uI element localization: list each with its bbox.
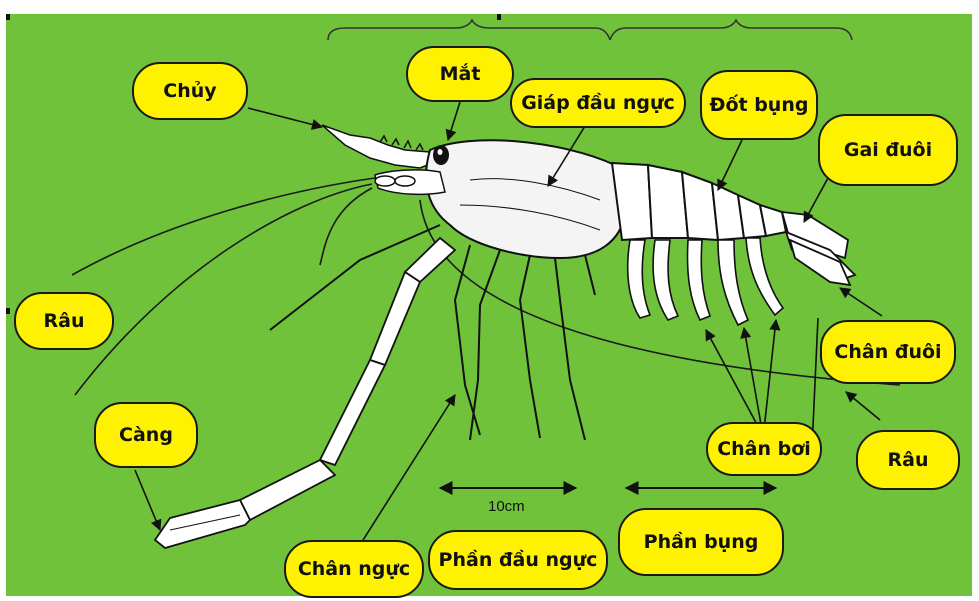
label-chan-duoi: Chân đuôi [820, 320, 956, 384]
label-chan-nguc: Chân ngực [284, 540, 424, 598]
label-rau-right: Râu [856, 430, 960, 490]
rostrum-shape [322, 125, 440, 168]
label-cang: Càng [94, 402, 198, 468]
head-appendages [375, 170, 445, 194]
claw-arm [155, 238, 455, 548]
label-dot-bung: Đốt bụng [700, 70, 818, 140]
abdomen-shape [612, 163, 786, 240]
tail-fan-shape [782, 212, 855, 285]
label-chuy: Chủy [132, 62, 248, 120]
label-mat: Mắt [406, 46, 514, 102]
carapace-shape [426, 140, 625, 258]
scale-label: 10cm [488, 498, 525, 515]
label-rau-left: Râu [14, 292, 114, 350]
label-giap-dau-nguc: Giáp đầu ngực [510, 78, 686, 128]
swimmerets [628, 238, 783, 325]
eye-shape [433, 145, 449, 165]
label-gai-duoi: Gai đuôi [818, 114, 958, 186]
top-braces [328, 20, 852, 40]
label-phan-dau-nguc: Phần đầu ngực [428, 530, 608, 590]
label-phan-bung: Phần bụng [618, 508, 784, 576]
label-chan-boi: Chân bơi [706, 422, 822, 476]
